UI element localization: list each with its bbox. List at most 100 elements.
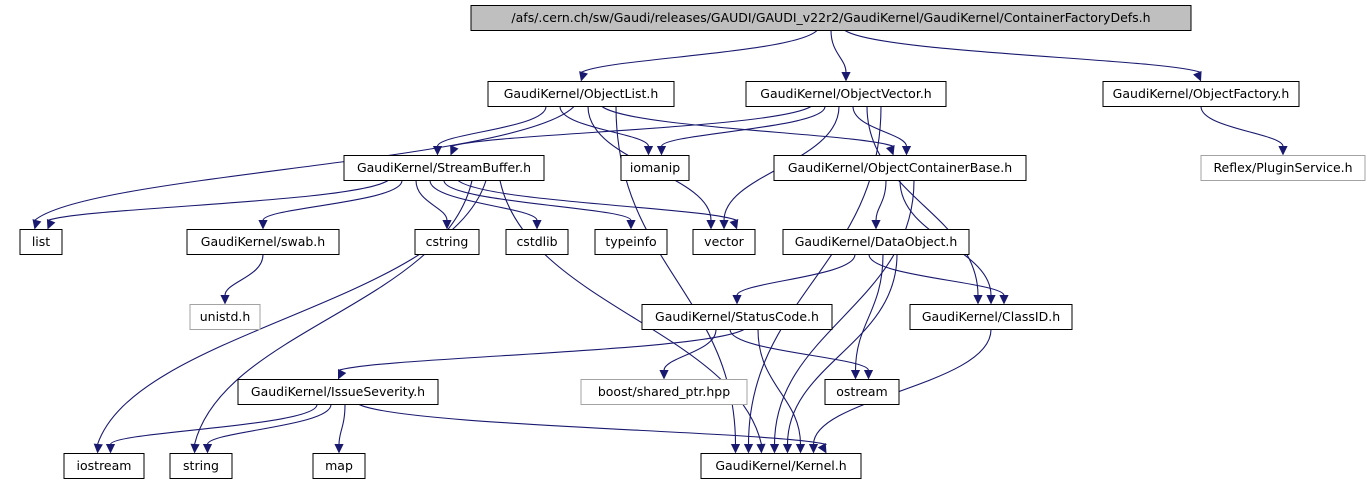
edge-arrowhead — [999, 295, 1009, 305]
node-box[interactable] — [594, 229, 668, 255]
node-label: /afs/.cern.ch/sw/Gaudi/releases/GAUDI/GA… — [511, 10, 1150, 25]
node-iostream[interactable]: iostream — [63, 453, 145, 479]
edge-gaudikernel-streambuffer-h-to-gaudikernel-swab-h — [262, 180, 403, 222]
edge-arrowhead — [756, 443, 766, 454]
node-boost-shared-ptr-hpp[interactable]: boost/shared_ptr.hpp — [580, 379, 748, 405]
node-box[interactable] — [186, 229, 340, 255]
node-box[interactable] — [169, 453, 233, 479]
edge-gaudikernel-objectvector-h-to-gaudikernel-streambuffer-h — [450, 106, 812, 148]
edge-gaudikernel-streambuffer-h-to-iostream — [96, 180, 487, 445]
node-gaudikernel-objectvector-h[interactable]: GaudiKernel/ObjectVector.h — [745, 81, 947, 107]
edge-arrowhead — [659, 370, 669, 380]
edge-gaudikernel-issueseverity-h-to-iostream — [109, 404, 318, 446]
edge-gaudikernel-dataobject-h-to-gaudikernel-classid-h — [868, 254, 1005, 296]
node-box[interactable] — [700, 453, 862, 479]
node-box[interactable] — [189, 304, 261, 330]
edge-gaudikernel-streambuffer-h-to-list — [47, 180, 389, 222]
edge-arrowhead — [795, 444, 806, 454]
edge-arrowhead — [1278, 146, 1288, 156]
edge-gaudikernel-dataobject-h-to-gaudikernel-kernel-h — [786, 254, 898, 445]
node-box[interactable] — [343, 155, 545, 181]
node-list[interactable]: list — [19, 229, 63, 255]
edge-arrowhead — [46, 218, 56, 230]
node-box[interactable] — [312, 453, 366, 479]
node-gaudikernel-classid-h[interactable]: GaudiKernel/ClassID.h — [909, 304, 1073, 330]
node-label: GaudiKernel/ClassID.h — [922, 309, 1060, 324]
node-label: iomanip — [630, 160, 680, 175]
edge-arrowhead — [782, 444, 793, 454]
node-box[interactable] — [641, 304, 833, 330]
node-label: typeinfo — [605, 234, 656, 249]
node-afs-cern-ch-sw-gaudi-releases-gaudi-gaudi-v22r2-gaudikernel-gaudikernel-containerfactorydefs-h[interactable]: /afs/.cern.ch/sw/Gaudi/releases/GAUDI/GA… — [470, 5, 1192, 31]
edge-arrowhead — [1193, 70, 1202, 82]
node-label: boost/shared_ptr.hpp — [598, 384, 730, 399]
edge-gaudikernel-streambuffer-h-to-cstring — [415, 180, 448, 221]
node-cstdlib[interactable]: cstdlib — [505, 229, 569, 255]
edge-gaudikernel-objectlist-h-to-list — [34, 106, 575, 221]
node-label: ostream — [836, 384, 887, 399]
node-box[interactable] — [692, 229, 756, 255]
edge-arrowhead — [32, 219, 42, 230]
node-box[interactable] — [909, 304, 1073, 330]
node-box[interactable] — [487, 81, 675, 107]
node-box[interactable] — [824, 379, 900, 405]
node-vector[interactable]: vector — [692, 229, 756, 255]
node-map[interactable]: map — [312, 453, 366, 479]
node-gaudikernel-statuscode-h[interactable]: GaudiKernel/StatusCode.h — [641, 304, 833, 330]
edge-gaudikernel-issueseverity-h-to-gaudikernel-kernel-h — [358, 404, 827, 446]
node-gaudikernel-swab-h[interactable]: GaudiKernel/swab.h — [186, 229, 340, 255]
edge-gaudikernel-objectcontainerbase-h-to-gaudikernel-kernel-h — [773, 180, 915, 445]
node-box[interactable] — [470, 5, 1192, 31]
node-box[interactable] — [1200, 155, 1366, 181]
node-label: string — [183, 458, 219, 473]
edge-gaudikernel-streambuffer-h-to-vector — [457, 180, 738, 221]
edge-gaudikernel-issueseverity-h-to-string — [206, 404, 332, 445]
edge-arrowhead — [643, 146, 654, 156]
node-box[interactable] — [1102, 81, 1300, 107]
edge-arrowhead — [579, 71, 588, 82]
node-box[interactable] — [773, 155, 1027, 181]
node-gaudikernel-streambuffer-h[interactable]: GaudiKernel/StreamBuffer.h — [343, 155, 545, 181]
node-label: cstring — [426, 234, 469, 249]
node-box[interactable] — [63, 453, 145, 479]
edge-gaudikernel-objectlist-h-to-gaudikernel-objectcontainerbase-h — [601, 106, 894, 148]
node-gaudikernel-objectfactory-h[interactable]: GaudiKernel/ObjectFactory.h — [1102, 81, 1300, 107]
node-string[interactable]: string — [169, 453, 233, 479]
node-label: iostream — [77, 458, 132, 473]
edge-arrowhead — [863, 370, 874, 380]
edge-arrowhead — [808, 444, 819, 454]
node-box[interactable] — [620, 155, 690, 181]
node-label: GaudiKernel/ObjectContainerBase.h — [788, 160, 1012, 175]
node-box[interactable] — [19, 229, 63, 255]
edge-arrowhead — [729, 219, 739, 230]
edge-arrowhead — [190, 443, 200, 454]
node-typeinfo[interactable]: typeinfo — [594, 229, 668, 255]
node-gaudikernel-objectcontainerbase-h[interactable]: GaudiKernel/ObjectContainerBase.h — [773, 155, 1027, 181]
node-reflex-pluginservice-h[interactable]: Reflex/PluginService.h — [1200, 155, 1366, 181]
node-box[interactable] — [237, 379, 439, 405]
edge-afs-cern-ch-sw-gaudi-releases-gaudi-gaudi-v22r2-gaudikernel-gaudikernel-containerfactorydefs-h-to-gaudikernel-objectlist-h — [580, 30, 818, 73]
node-label: GaudiKernel/DataObject.h — [795, 234, 958, 249]
edge-afs-cern-ch-sw-gaudi-releases-gaudi-gaudi-v22r2-gaudikernel-gaudikernel-containerfactorydefs-h-to-gaudikernel-objectvector-h — [830, 30, 847, 73]
node-label: GaudiKernel/Kernel.h — [715, 458, 846, 473]
node-label: cstdlib — [516, 234, 557, 249]
node-gaudikernel-dataobject-h[interactable]: GaudiKernel/DataObject.h — [782, 229, 970, 255]
edge-gaudikernel-objectfactory-h-to-reflex-pluginservice-h — [1200, 106, 1284, 147]
node-box[interactable] — [782, 229, 970, 255]
node-cstring[interactable]: cstring — [414, 229, 480, 255]
edge-arrowhead — [626, 220, 636, 230]
node-box[interactable] — [580, 379, 748, 405]
node-box[interactable] — [505, 229, 569, 255]
node-gaudikernel-objectlist-h[interactable]: GaudiKernel/ObjectList.h — [487, 81, 675, 107]
edge-arrowhead — [450, 144, 459, 156]
edge-arrowhead — [743, 444, 754, 454]
node-unistd-h[interactable]: unistd.h — [189, 304, 261, 330]
edge-arrowhead — [93, 443, 103, 454]
node-gaudikernel-kernel-h[interactable]: GaudiKernel/Kernel.h — [700, 453, 862, 479]
node-iomanip[interactable]: iomanip — [620, 155, 690, 181]
node-box[interactable] — [745, 81, 947, 107]
edge-gaudikernel-objectvector-h-to-gaudikernel-classid-h — [866, 106, 979, 296]
node-gaudikernel-issueseverity-h[interactable]: GaudiKernel/IssueSeverity.h — [237, 379, 439, 405]
node-ostream[interactable]: ostream — [824, 379, 900, 405]
node-box[interactable] — [414, 229, 480, 255]
